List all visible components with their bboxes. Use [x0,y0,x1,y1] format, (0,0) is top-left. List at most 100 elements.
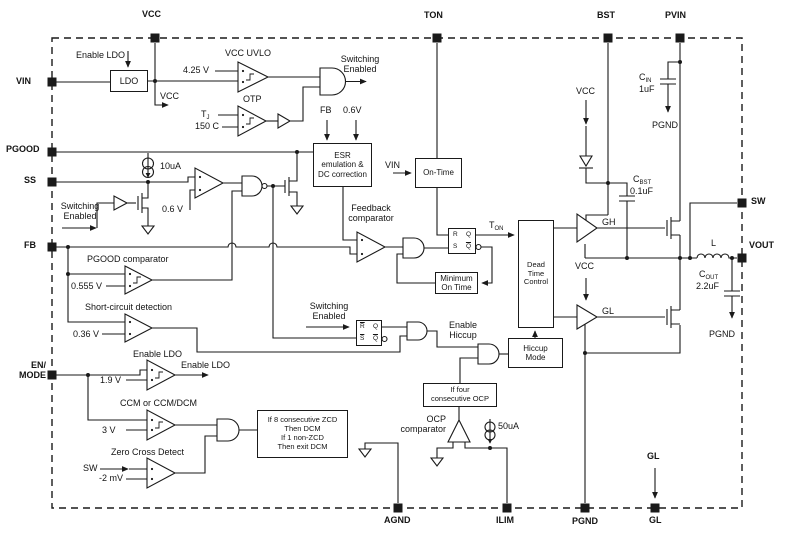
ccm-comparator [146,409,177,441]
pin-label-bst: BST [597,10,615,20]
ss-discharge-mosfet [137,184,156,235]
on-time-vin-label: VIN [385,160,401,170]
dead-time-control-block: Dead Time Control [518,220,554,328]
pgood-pulldown-mosfet [284,154,305,215]
junction-dots [66,60,734,450]
pin-ton [432,33,442,43]
hiccup-and-gate-1 [406,321,428,341]
inductor [696,253,737,259]
pin-label-ss: SS [24,175,37,185]
cbst-name: CBST [633,174,652,186]
feedback-ontime-section [324,43,515,286]
pin-label-pvin: PVIN [665,10,687,20]
comparator-input-marks [128,69,364,481]
pwm-and-gate [402,237,425,259]
gl-driver [576,304,599,330]
enable-ldo-comparator [146,359,177,391]
ldo-block: LDO [110,70,148,92]
pin-pgnd [580,503,590,513]
cout-capacitor [724,258,740,319]
power-stage-section [554,43,740,503]
otp-comparator [237,105,268,137]
ss-switching-enabled-label: Switching Enabled [60,201,100,221]
enable-ldo-out-label: Enable LDO [181,360,231,370]
uvlo-threshold: 4.25 V [183,65,210,75]
pgood-ss-section [56,151,356,339]
ss-comparator [194,167,225,199]
enable-hiccup-label: Enable Hiccup [448,320,478,340]
gl-signal-label: GL [647,451,660,461]
pin-label-ton: TON [424,10,443,20]
latch-switching-enabled-label: Switching Enabled [309,301,349,321]
pin-vcc [150,33,160,43]
enable-ldo-comp-title: Enable LDO [133,349,183,359]
esr-fb-input-label: FB [320,105,332,115]
bst-vcc-label: VCC [576,86,596,96]
hiccup-latch-section [306,321,538,383]
short-circuit-threshold: 0.36 V [73,329,100,339]
pin-ilim [502,503,512,513]
enable-ldo-threshold: 1.9 V [100,375,122,385]
otp-buffer [277,113,292,129]
pin-gl [650,503,660,513]
ground-symbol [357,448,373,458]
pin-vout [737,253,747,263]
pgood-comparator [124,265,154,295]
switching-enabled-out-label: Switching Enabled [340,54,380,74]
short-circuit-title: Short-circuit detection [85,302,173,312]
ocp-counter-block: If four consecutive OCP [423,383,497,407]
pin-vin [47,77,57,87]
feedback-comparator [356,231,387,263]
switching-enabled-and-gate [319,67,347,96]
pin-sw [737,198,747,208]
pin-ss [47,177,57,187]
ldo-uvlo-otp-section [56,43,367,137]
esr-ref-input-label: 0.6V [343,105,362,115]
pgood-nand-gate [241,175,263,197]
low-side-mosfet [666,306,680,328]
zcd-logic-block: If 8 consecutive ZCD Then DCM If 1 non-Z… [257,410,348,458]
inductor-label: L [711,238,717,248]
pin-label-en-mode: EN/ MODE [19,360,46,380]
ground-symbol [429,457,445,467]
uvlo-title: VCC UVLO [225,48,272,58]
pwm-flipflop: R Q S Q [448,228,476,254]
cout-value: 2.2uF [696,281,720,291]
gh-driver [576,212,598,244]
ocp-current-label: 50uA [498,421,520,431]
pin-label-ilim: ILIM [496,515,514,525]
zero-cross-comparator [146,457,177,489]
bootstrap-diode [579,155,593,168]
vcc-branch-label: VCC [160,91,180,101]
cout-name: COUT [699,269,719,281]
pin-agnd [393,503,403,513]
otp-threshold: 150 C [195,121,220,131]
otp-temp-label: TJ [201,109,210,121]
pin-fb [47,242,57,252]
zcd-threshold: -2 mV [99,473,124,483]
ocp-comparator [447,418,471,443]
pin-en-mode [47,370,57,380]
pin-bst [603,33,613,43]
ocp-comp-title: OCP comparator [400,414,446,434]
on-time-block: On-Time [415,158,462,188]
pin-label-vin: VIN [16,76,32,86]
cbst-capacitor [610,182,635,258]
pin-label-sw: SW [751,196,766,206]
zcd-title: Zero Cross Detect [111,447,185,457]
ccm-threshold: 3 V [102,425,116,435]
enable-ldo-input-label: Enable LDO [76,50,126,60]
pgood-comp-threshold: 0.555 V [71,281,103,291]
cbst-value: 0.1uF [630,186,654,196]
ss-ref-label: 0.6 V [162,204,184,214]
ocp-agnd-section [357,407,508,503]
ton-signal-label: TON [489,220,504,232]
vcc-uvlo-comparator [237,61,270,93]
pin-label-pgnd: PGND [572,516,599,526]
en-mode-section [56,359,257,489]
cin-value: 1uF [639,84,655,94]
ss-current-source [141,157,155,170]
hiccup-and-gate-2 [477,343,500,365]
otp-title: OTP [243,94,262,104]
